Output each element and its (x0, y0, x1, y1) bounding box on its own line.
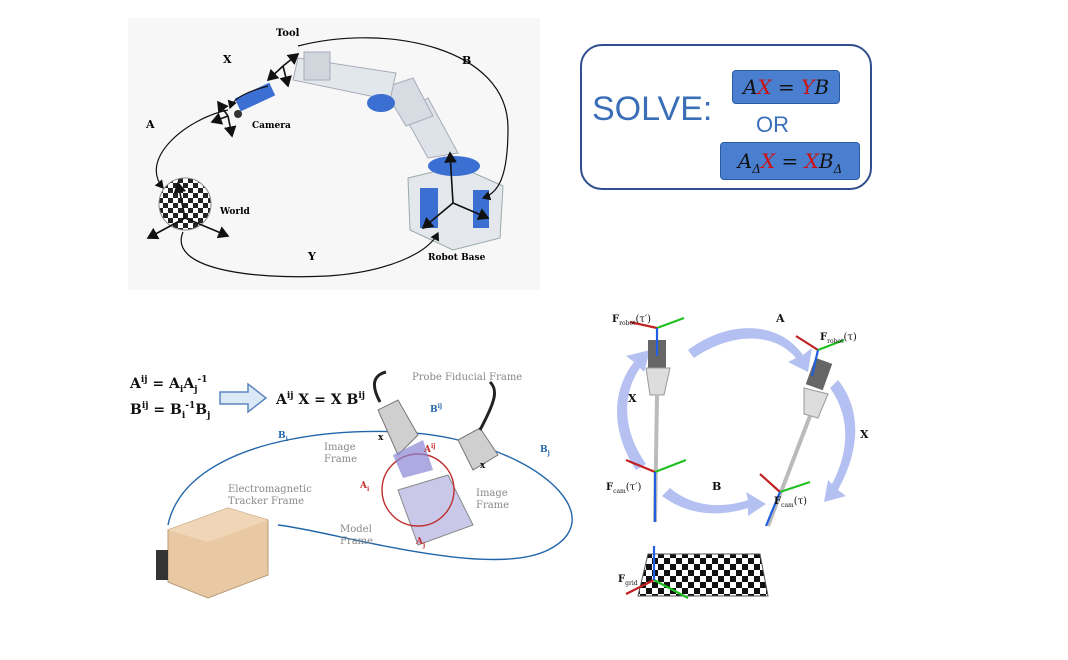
f-cam-tau-prime-label: Fcam(τ′) (606, 482, 641, 495)
f-robot-tau-prime-label: Frobot(τ′) (612, 314, 651, 327)
a-label: A (145, 118, 155, 131)
a-label: A (775, 312, 785, 325)
f-grid-label: Fgrid (618, 574, 638, 587)
image-frame-label-2b: Frame (476, 500, 509, 511)
coordinate-frames (625, 316, 845, 599)
bj-label: Bj (540, 445, 550, 457)
y-label: Y (307, 250, 316, 263)
aij-label: Aij (423, 443, 435, 455)
solve-box: SOLVE: AX = YB OR AΔX = XBΔ (580, 44, 872, 190)
phantom (397, 474, 474, 546)
ai-label: Ai (359, 481, 370, 493)
implies-arrow (219, 382, 268, 414)
f-cam-tau-label: Fcam(τ) (774, 496, 807, 509)
tool-calibration-figure: A X X B Frobot(τ′) Frobot(τ) Fcam(τ′) Fc… (598, 300, 880, 610)
probe-fiducial-frame-label: Probe Fiducial Frame (412, 372, 522, 383)
world-label: World (219, 207, 251, 217)
camera (234, 82, 276, 118)
tool-right (766, 357, 833, 527)
x-label-2: x (480, 461, 486, 471)
em-tracker-box (156, 507, 269, 599)
image-frame-label-1a: Image (324, 442, 356, 453)
equation-ax-yb: AX = YB (732, 70, 840, 104)
tool-calibration-diagram: A X X B Frobot(τ′) Frobot(τ) Fcam(τ′) Fc… (606, 312, 869, 599)
coordinate-frames (146, 53, 490, 240)
x-left-label: X (628, 392, 637, 405)
image-frame-label-2a: Image (476, 488, 508, 499)
solve-label: SOLVE: (592, 90, 713, 128)
calibration-grid (637, 553, 769, 597)
aij-equation: Aij = AiAj-1 (129, 375, 207, 395)
transform-loop (167, 430, 573, 561)
em-tracker-label-2: Tracker Frame (228, 496, 304, 507)
f-robot-tau-label: Frobot(τ) (820, 332, 857, 345)
bij-label: Bij (430, 403, 442, 415)
robot-arm-diagram: Tool X B A Camera World Y Robot Base (145, 28, 509, 278)
bij-equation: Bij = Bi-1Bj (130, 401, 210, 421)
em-tracker-label-1: Electromagnetic (228, 484, 312, 495)
tool-label: Tool (276, 28, 300, 39)
b-label: B (712, 480, 721, 493)
x-label-1: x (378, 433, 384, 443)
probe-diagram: Aij = AiAj-1 Bij = Bi-1Bj Aij X = X Bij … (129, 370, 573, 599)
transform-arrows (617, 328, 856, 516)
model-frame-label-2: Frame (340, 536, 373, 547)
x-right-label: X (860, 428, 869, 441)
equation-delta: AΔX = XBΔ (720, 142, 860, 180)
probes (373, 370, 499, 478)
result-equation: Aij X = X Bij (275, 391, 365, 408)
robot-base (407, 156, 504, 251)
robot-arm-figure: Tool X B A Camera World Y Robot Base (128, 18, 540, 290)
robot-arm (292, 51, 459, 159)
robot-base-label: Robot Base (428, 253, 486, 263)
model-frame-label-1: Model (340, 524, 372, 535)
camera-label: Camera (252, 121, 291, 131)
probe-calibration-figure: Aij = AiAj-1 Bij = Bi-1Bj Aij X = X Bij … (128, 360, 588, 615)
b-label: B (462, 54, 471, 67)
image-frame-label-1b: Frame (324, 454, 357, 465)
world-checkerboard-sphere (158, 177, 212, 231)
aj-label: Aj (415, 537, 425, 549)
x-label: X (223, 53, 232, 66)
bi-label: Bi (278, 431, 289, 443)
relation-curves (154, 37, 509, 278)
or-label: OR (756, 112, 789, 137)
